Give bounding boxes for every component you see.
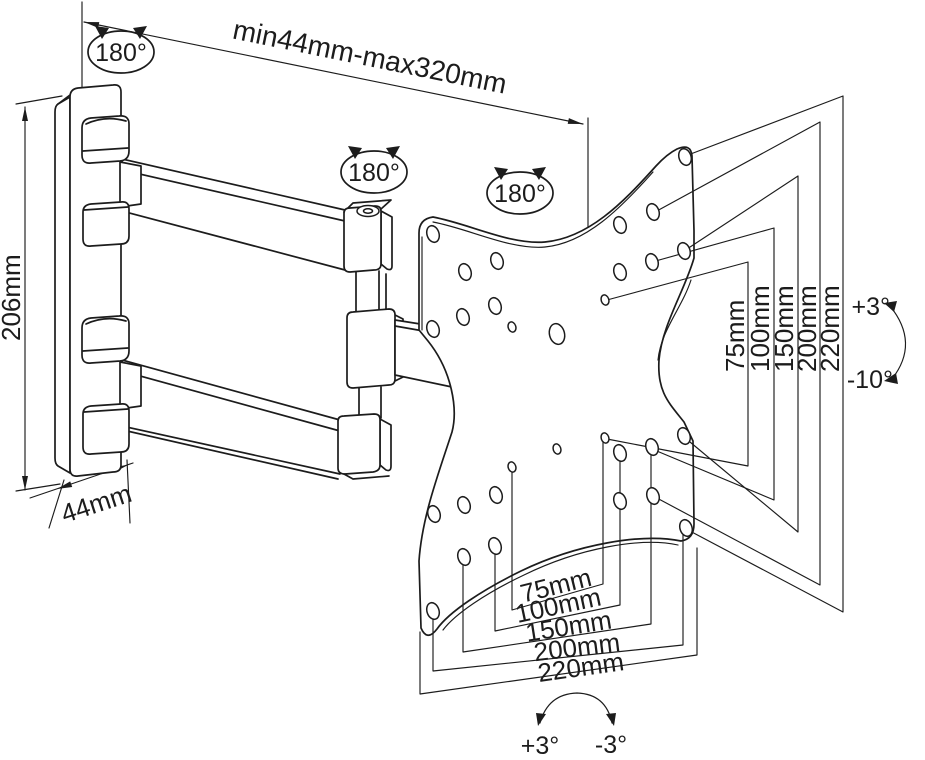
dim-label-v200: 200mm bbox=[792, 285, 822, 372]
elbow-post-lower bbox=[358, 386, 382, 420]
dim-label-extension-range: min44mm-max320mm bbox=[230, 14, 509, 100]
swing-label-right: -3° bbox=[595, 731, 627, 759]
swing-angle-indicator: +3° -3° bbox=[521, 692, 627, 760]
vesa-horizontal-labels: 75mm 100mm 150mm 200mm 220mm bbox=[513, 562, 626, 688]
lower-arm bbox=[121, 359, 341, 480]
dim-label-plate-height: 206mm bbox=[0, 254, 26, 341]
wall-plate bbox=[54, 84, 122, 477]
elbow-post-upper bbox=[355, 270, 387, 317]
rotation-label-elbow: 180° bbox=[348, 159, 400, 187]
arm-assembly bbox=[121, 158, 453, 480]
swing-label-left: +3° bbox=[521, 732, 560, 760]
rotation-label-plate: 180° bbox=[494, 180, 546, 208]
dim-label-v150: 150mm bbox=[769, 285, 799, 372]
center-hole bbox=[548, 322, 566, 346]
rotation-label-wall: 180° bbox=[95, 39, 147, 67]
elbow-joint-upper bbox=[343, 199, 393, 273]
vesa-dimensions-horizontal bbox=[419, 440, 698, 695]
rotation-symbol-plate: 180° bbox=[486, 167, 554, 215]
elbow-joint-lower bbox=[337, 413, 392, 480]
dimension-plate-height: 206mm bbox=[0, 95, 63, 492]
tilt-label-down: -10° bbox=[847, 366, 893, 394]
vesa-dimensions-vertical bbox=[606, 95, 844, 613]
tilt-label-up: +3° bbox=[851, 293, 890, 321]
rotation-symbol-elbow: 180° bbox=[340, 146, 408, 194]
dim-label-v220: 220mm bbox=[815, 285, 845, 372]
vesa-vertical-labels: 75mm 100mm 150mm 200mm 220mm bbox=[720, 285, 845, 372]
dim-label-v75: 75mm bbox=[720, 300, 750, 372]
rotation-symbol-wall: 180° bbox=[87, 26, 155, 74]
upper-arm bbox=[121, 158, 346, 271]
dim-label-v100: 100mm bbox=[745, 285, 775, 372]
wall-hinge-top bbox=[81, 115, 142, 247]
vesa-holes bbox=[425, 147, 694, 621]
wall-hinge-bottom bbox=[81, 315, 142, 455]
tilt-angle-indicator: +3° -10° bbox=[847, 293, 907, 394]
